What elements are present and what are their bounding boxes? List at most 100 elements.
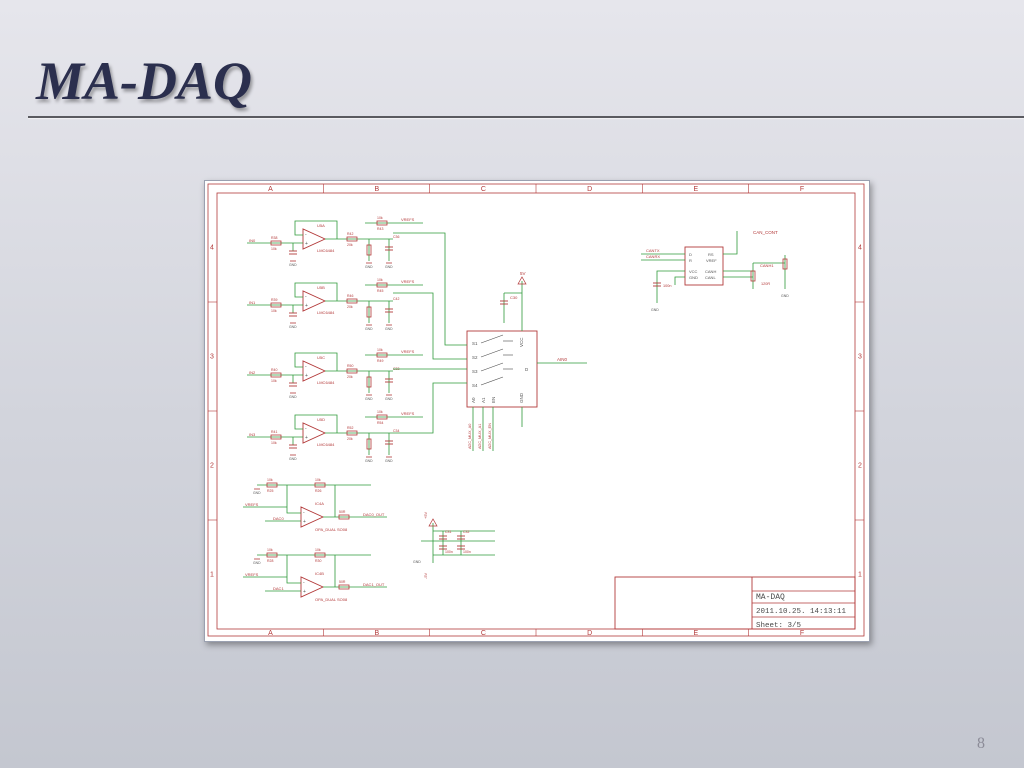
dac-opamp-IC4A-plus: +	[303, 519, 306, 525]
opamp-U5D	[302, 422, 327, 444]
border-col-top-F: F	[800, 186, 804, 193]
opamp-rfb-ref-U5C: R49	[377, 359, 383, 363]
dac-rout-IC4B	[338, 584, 350, 590]
mux-net-a0: ADC_MUX_A0	[468, 424, 472, 449]
slide-title: MA-DAQ	[36, 51, 253, 111]
dac-rfb-ref-IC4A: R26	[315, 489, 321, 493]
dac-vref-net-IC4A: VREFS	[245, 502, 259, 507]
opamp-rin-val-U5B: 10k	[271, 309, 277, 313]
supply-cap-val-1: 100n	[445, 550, 453, 554]
opamp-in-net-U5A: IN0	[249, 238, 256, 243]
dac-out-net-IC4A: DAC0_OUT	[363, 512, 385, 517]
opamp-rdiv-U5A	[366, 244, 372, 256]
border-ticks	[208, 184, 864, 636]
can-cont-net: CAN_CONT	[753, 230, 778, 235]
opamp-vref-net-U5C: VREFS	[401, 349, 415, 354]
title-block: MA-DAQ 2011.10.25. 14:13:11 Sheet: 3/5	[614, 576, 856, 630]
dac-ref-IC4A: IC4A	[315, 501, 324, 506]
opamp-rfb-ref-U5A: R43	[377, 227, 383, 231]
opamp-rout-ref-U5B: R46	[347, 294, 353, 298]
opamp-ref-U5A: U5A	[317, 223, 325, 228]
border-col-bottom-F: F	[800, 630, 804, 637]
dac-in-net-IC4A: DAC0	[273, 516, 284, 521]
can-pin-gnd: GND	[689, 275, 698, 280]
opamp-cap-gnd-U5D-label: GND	[385, 459, 393, 463]
supply-cap-val-2: 100n	[463, 550, 471, 554]
opamp-rout-ref-U5D: R52	[347, 426, 353, 430]
mux-input-wires	[393, 232, 467, 434]
mux-out-net: AIN0	[557, 357, 568, 362]
opamp-rout-U5D	[346, 430, 358, 436]
mux-vcc-label: VCC	[519, 337, 524, 347]
dac-rtop-IC4A	[266, 482, 278, 488]
dac-opamp-IC4A-minus: -	[303, 510, 305, 516]
opamp-div-gnd-U5A-label: GND	[365, 265, 373, 269]
supply-cap-c31: C31	[445, 530, 451, 534]
opamp-cap-gnd-U5C-label: GND	[385, 397, 393, 401]
mux-a0-label: A0	[471, 397, 476, 403]
dac-fb-wire-IC4A	[286, 485, 301, 514]
opamp-U5B-minus: -	[305, 294, 307, 300]
opamp-fb-wire-U5B	[294, 282, 338, 301]
can-pin-d: D	[689, 252, 692, 257]
opamp-rdiv-U5B	[366, 306, 372, 318]
opamp-rfb-val-U5B: 10k	[377, 278, 383, 282]
dac-opamp-IC4B	[300, 576, 325, 598]
opamp-rout-U5A	[346, 236, 358, 242]
opamp-U5A-minus: -	[305, 232, 307, 238]
border-row-left-2: 2	[210, 463, 214, 470]
opamp-rfb-U5D	[376, 414, 388, 420]
dac-opamp-IC4A	[300, 506, 325, 528]
dac-rtop-ref-IC4B: R28	[267, 559, 273, 563]
mux-a1-label: A1	[481, 397, 486, 403]
dac-rfb-IC4A	[314, 482, 326, 488]
page-number: 8	[977, 735, 985, 752]
border-col-bottom-A: A	[268, 630, 273, 637]
opamp-ref-U5C: U5C	[317, 355, 325, 360]
title-block-date: 2011.10.25. 14:13:11	[756, 608, 847, 616]
opamp-U5B-plus: +	[305, 303, 308, 309]
dac-rout-val-IC4A: 50R	[339, 510, 346, 514]
dac-rout-val-IC4B: 50R	[339, 580, 346, 584]
supply-cap-c32: C32	[463, 530, 469, 534]
mux-en-label: EN	[491, 397, 496, 403]
dac-out-net-IC4B: DAC1_OUT	[363, 582, 385, 587]
dac-part-IC4A: OPA_DUAL SO08	[315, 527, 348, 532]
opamp-rin-val-U5A: 10k	[271, 247, 277, 251]
opamp-fb-wire-U5D	[294, 414, 338, 433]
border-row-right-2: 2	[858, 463, 862, 470]
dac-in-net-IC4B: DAC1	[273, 586, 284, 591]
opamp-rout-val-U5B: 20k	[347, 305, 353, 309]
dac-rout-IC4A	[338, 514, 350, 520]
mux-net-a1: ADC_MUX_A1	[478, 424, 482, 449]
mux-gnd-label: GND	[519, 392, 524, 403]
can-net-tx: CANTX	[646, 248, 660, 253]
opamp-rin-ref-U5A: R38	[271, 236, 277, 240]
opamp-part-U5D: LMC6484	[317, 442, 335, 447]
dac-rtop-val-IC4B: 10k	[267, 548, 273, 552]
can-pin-canh: CANH	[705, 269, 716, 274]
can-gnd-1: GND	[651, 308, 659, 312]
dac-opamp-IC4B-minus: -	[303, 580, 305, 586]
opamp-fb-wire-U5C	[294, 352, 338, 371]
can-gnd-2: GND	[781, 294, 789, 298]
dac-rfb-ref-IC4B: R30	[315, 559, 321, 563]
opamp-rfb-ref-U5D: R54	[377, 421, 383, 425]
border-col-bottom-D: D	[587, 630, 592, 637]
dac-ref-IC4B: IC4B	[315, 571, 324, 576]
dac-fb-wire-IC4B	[286, 555, 301, 584]
border-col-bottom-B: B	[375, 630, 380, 637]
opamp-rfb-val-U5A: 10k	[377, 216, 383, 220]
border-row-right-3: 3	[858, 354, 862, 361]
opamp-rout-val-U5C: 20k	[347, 375, 353, 379]
border-col-top-E: E	[694, 186, 699, 193]
opamp-rout-ref-U5C: R50	[347, 364, 353, 368]
opamp-cap-ref-U5D: C34	[393, 429, 399, 433]
opamp-rdiv-U5D	[366, 438, 372, 450]
can-ref: CANH1	[760, 263, 774, 268]
opamp-rin-val-U5D: 10k	[271, 441, 277, 445]
sheet-inner-border	[216, 192, 856, 630]
opamp-rin-U5B	[270, 302, 282, 308]
dac-part-IC4B: OPA_DUAL SO08	[315, 597, 348, 602]
